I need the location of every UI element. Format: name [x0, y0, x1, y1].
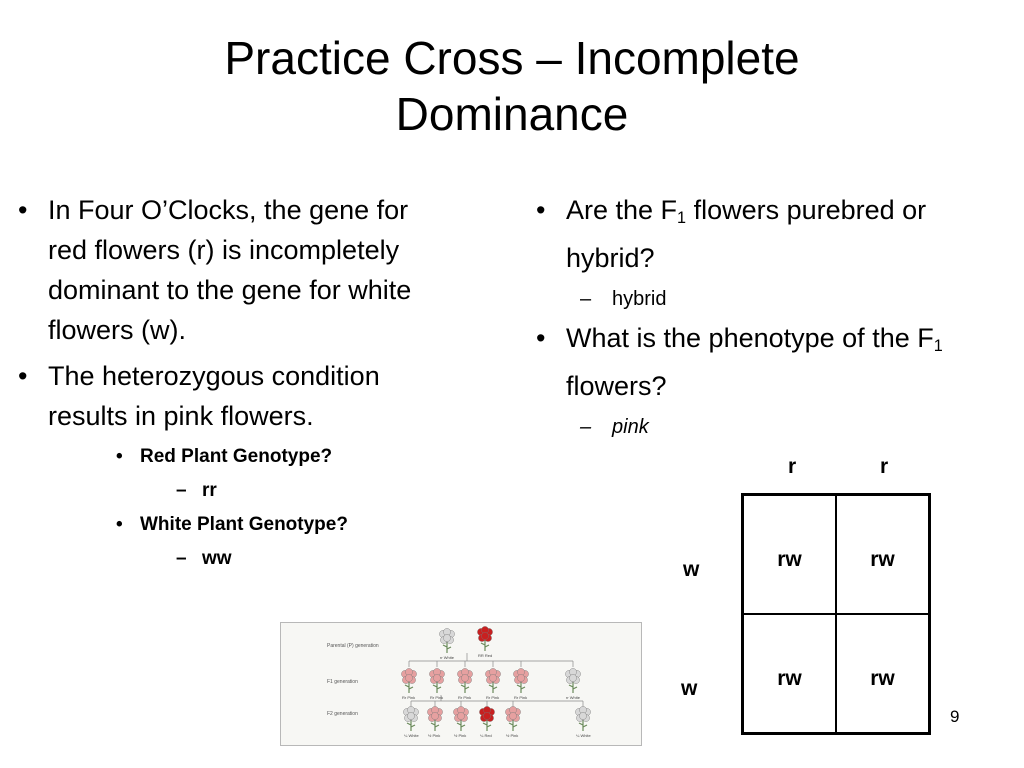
inheritance-diagram-image: Parental (P) generation F1 generation F2… [280, 622, 642, 746]
bullet-text: The heterozygous condition results in pi… [48, 361, 380, 431]
slide-title-line-1: Practice Cross – Incomplete [224, 32, 800, 84]
flower-icon: Rr Pink [401, 668, 417, 700]
flower-label: ¼ Red [480, 733, 492, 738]
subscript: 1 [933, 337, 943, 355]
row-label: F1 generation [327, 679, 358, 685]
question-text: White Plant Genotype? [140, 514, 348, 535]
bullet-gene-description: • In Four O’Clocks, the gene for red flo… [14, 190, 444, 350]
left-bullet-list: • In Four O’Clocks, the gene for red flo… [14, 190, 444, 578]
punnett-grid: rw rw rw rw [741, 493, 931, 735]
flower-icon: ½ Pink [453, 706, 469, 738]
flower-label: Rr Pink [486, 695, 499, 700]
answer-pink: – pink [564, 412, 1012, 442]
dash-icon: – [176, 548, 187, 569]
flower-label: Rr Pink [458, 695, 471, 700]
connector-lines [408, 653, 584, 707]
question-purebred-hybrid: • Are the F1 flowers purebred or hybrid? [532, 190, 1012, 278]
bullet-dot-icon: • [18, 361, 28, 391]
question-text-post: flowers purebred or hybrid? [566, 195, 927, 273]
column-header: r [880, 455, 889, 478]
answer-text: pink [612, 416, 649, 438]
flower-label: Rr Pink [402, 695, 415, 700]
dash-icon: – [580, 288, 592, 310]
flower-icon: Rr Pink [485, 668, 501, 700]
question-white-genotype: • White Plant Genotype? [14, 510, 444, 540]
inheritance-diagram-svg: Parental (P) generation F1 generation F2… [327, 626, 591, 738]
flower-label: ½ Pink [454, 733, 466, 738]
question-text-post: flowers? [566, 371, 667, 401]
answer-hybrid: – hybrid [564, 284, 1012, 314]
answer-white-genotype: – ww [14, 544, 444, 574]
flower-group: rr White RR Red Rr Pink Rr Pink Rr Pink Rr Pi… [401, 626, 591, 738]
flower-label: ½ Pink [428, 733, 440, 738]
dash-icon: – [176, 480, 187, 501]
flower-label: Rr Pink [514, 695, 527, 700]
bullet-dot-icon: • [536, 195, 546, 225]
punnett-cell: rw [743, 614, 836, 733]
page-number: 9 [950, 707, 960, 726]
flower-label: ¼ White [576, 733, 591, 738]
question-text-pre: Are the F [566, 195, 678, 225]
bullet-heterozygous: • The heterozygous condition results in … [14, 356, 444, 436]
flower-icon: RR Red [477, 626, 493, 658]
question-red-genotype: • Red Plant Genotype? [14, 442, 444, 472]
dash-icon: – [580, 416, 592, 438]
subscript: 1 [677, 209, 687, 227]
flower-icon: ½ Pink [427, 706, 443, 738]
flower-icon: Rr Pink [457, 668, 473, 700]
bullet-dot-icon: • [18, 195, 28, 225]
punnett-cell: rw [836, 495, 929, 614]
flower-icon: Rr Pink [513, 668, 529, 700]
punnett-cell: rw [743, 495, 836, 614]
answer-text: hybrid [612, 288, 667, 310]
flower-icon: ¼ White [575, 706, 591, 738]
flower-label: ½ Pink [506, 733, 518, 738]
answer-red-genotype: – rr [14, 476, 444, 506]
bullet-dot-icon: • [116, 514, 123, 535]
row-label: Parental (P) generation [327, 643, 379, 649]
bullet-dot-icon: • [536, 323, 546, 353]
question-text-pre: What is the phenotype of the F [566, 323, 934, 353]
answer-text: rr [202, 480, 217, 501]
slide-title-line-2: Dominance [395, 88, 629, 140]
flower-label: rr White [440, 655, 455, 660]
bullet-dot-icon: • [116, 446, 123, 467]
answer-text: ww [202, 548, 232, 569]
flower-label: rr White [566, 695, 581, 700]
row-header: w [683, 558, 700, 581]
slide-title: Practice Cross – Incomplete Dominance [0, 30, 1024, 142]
flower-icon: ¼ Red [479, 706, 495, 738]
question-text: Red Plant Genotype? [140, 446, 333, 467]
flower-icon: Rr Pink [429, 668, 445, 700]
row-header: w [681, 677, 698, 700]
flower-label: ¼ White [404, 733, 419, 738]
flower-icon: ¼ White [403, 706, 419, 738]
punnett-cell: rw [836, 614, 929, 733]
column-header: r [788, 455, 797, 478]
bullet-text: In Four O’Clocks, the gene for red flowe… [48, 195, 412, 345]
right-bullet-list: • Are the F1 flowers purebred or hybrid?… [532, 190, 1012, 446]
flower-label: Rr Pink [430, 695, 443, 700]
question-phenotype: • What is the phenotype of the F1 flower… [532, 318, 1012, 406]
flower-icon: ½ Pink [505, 706, 521, 738]
flower-icon: rr White [565, 668, 581, 700]
flower-label: RR Red [478, 653, 492, 658]
row-label: F2 generation [327, 711, 358, 717]
flower-icon: rr White [439, 628, 455, 660]
